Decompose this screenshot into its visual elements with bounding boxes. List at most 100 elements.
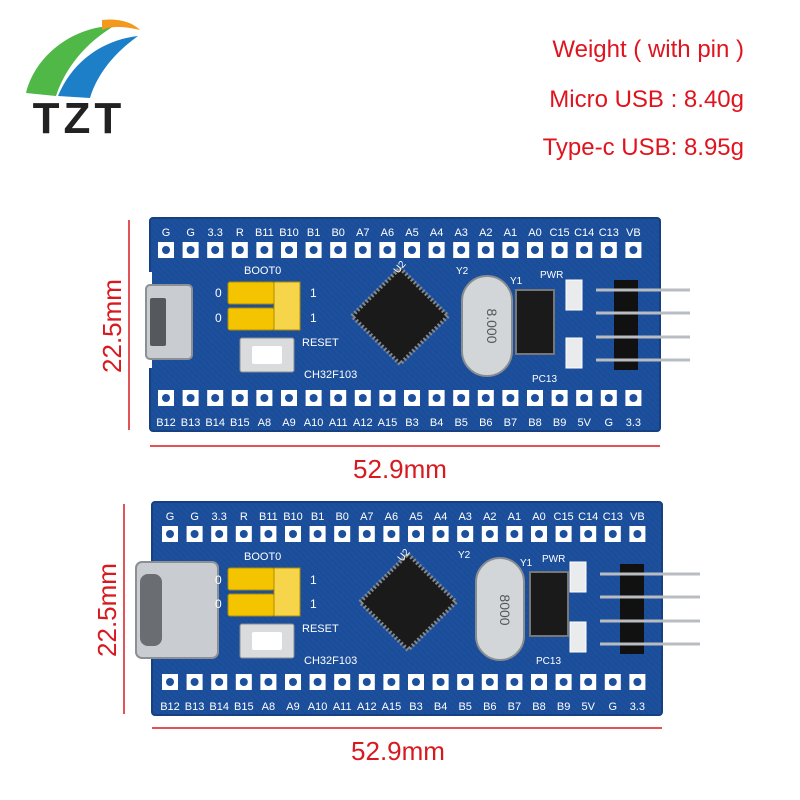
pin-label: A11 xyxy=(329,417,348,429)
pin-hole xyxy=(264,678,273,686)
pin-hole xyxy=(162,394,170,402)
pin-hole xyxy=(457,394,466,402)
pin-label: A10 xyxy=(304,417,324,429)
pin-label: R xyxy=(240,511,248,523)
pin-hole xyxy=(535,678,543,686)
pin-label: B10 xyxy=(279,227,299,239)
pin-label: A11 xyxy=(333,701,352,713)
pin-label: A9 xyxy=(286,701,299,713)
pwr-label: PWR xyxy=(542,554,565,565)
pin-hole xyxy=(580,246,589,254)
pin-hole xyxy=(510,530,519,538)
pin-label: A4 xyxy=(434,511,447,523)
pin-hole xyxy=(260,246,269,254)
pin-hole xyxy=(457,246,466,254)
pc13-label: PC13 xyxy=(532,374,557,385)
pin-hole xyxy=(584,678,593,686)
pin-hole xyxy=(535,530,543,538)
pin-hole xyxy=(383,394,392,402)
pin-hole xyxy=(559,530,568,538)
pwr-label: PWR xyxy=(540,270,563,281)
reset-button-cap xyxy=(252,346,282,364)
pin-hole xyxy=(408,246,416,254)
logo-text: TZT xyxy=(32,94,126,143)
swd-header xyxy=(620,564,644,654)
pin-label: A0 xyxy=(532,511,545,523)
pin-hole xyxy=(285,394,293,402)
pin-label: B0 xyxy=(335,511,348,523)
pin-hole xyxy=(412,530,420,538)
pin-hole xyxy=(633,678,642,686)
pin-hole xyxy=(235,394,244,402)
width-dimension-label: 52.9mm xyxy=(353,454,447,484)
pin-hole xyxy=(436,530,445,538)
pin-label: R xyxy=(236,227,244,239)
boot0-label: BOOT0 xyxy=(244,265,281,277)
pin-label: B9 xyxy=(557,701,570,713)
pin-label: B12 xyxy=(160,701,180,713)
pin-label: 3.3 xyxy=(626,417,641,429)
micro-usb-weight: Micro USB : 8.40g xyxy=(549,86,744,113)
crystal-marking: 8000 xyxy=(497,594,513,625)
pin-hole xyxy=(190,530,199,538)
crystal-y2 xyxy=(475,557,525,661)
pin-hole xyxy=(338,678,347,686)
pin-hole xyxy=(211,246,220,254)
pin-hole xyxy=(239,678,248,686)
pin-label: B1 xyxy=(311,511,324,523)
pin-hole xyxy=(260,394,269,402)
pin-hole xyxy=(408,394,416,402)
pin-label: A12 xyxy=(353,417,373,429)
jumper-zero-bottom: 0 xyxy=(215,597,222,611)
pin-label: B11 xyxy=(259,511,278,523)
pin-hole xyxy=(309,246,318,254)
pin-label: G xyxy=(166,511,175,523)
pin-label: A9 xyxy=(282,417,295,429)
pin-label: B12 xyxy=(156,417,176,429)
pin-hole xyxy=(186,394,195,402)
pin-label: B13 xyxy=(181,417,201,429)
pin-label: A7 xyxy=(356,227,369,239)
pin-hole xyxy=(313,530,322,538)
pin-hole xyxy=(559,678,568,686)
pin-label: B5 xyxy=(458,701,471,713)
pin-label: G xyxy=(605,417,614,429)
pc13-led xyxy=(569,621,587,653)
pin-label: 3.3 xyxy=(208,227,223,239)
pin-label: C13 xyxy=(599,227,619,239)
height-dimension-label: 22.5mm xyxy=(97,279,127,373)
pin-label: G xyxy=(190,511,199,523)
pin-label: B8 xyxy=(532,701,545,713)
pin-label: B14 xyxy=(205,417,225,429)
jumper-one-bottom: 1 xyxy=(310,597,317,611)
jumper-one-top: 1 xyxy=(310,573,317,587)
pin-label: B13 xyxy=(185,701,205,713)
crystal-y2 xyxy=(461,275,513,377)
pin-label: B5 xyxy=(454,417,467,429)
type-c-usb-weight: Type-c USB: 8.95g xyxy=(542,134,744,161)
pin-label: B6 xyxy=(479,417,492,429)
pin-hole xyxy=(604,394,613,402)
pin-hole xyxy=(239,530,248,538)
pin-hole xyxy=(190,678,199,686)
pin-hole xyxy=(531,246,539,254)
pin-label: A6 xyxy=(385,511,398,523)
pin-label: A10 xyxy=(308,701,328,713)
mcu-chip xyxy=(357,551,459,653)
pin-hole xyxy=(166,530,174,538)
pin-hole xyxy=(461,678,470,686)
boot0-jumper xyxy=(227,281,275,305)
pin-hole xyxy=(215,678,224,686)
boot0-jumper xyxy=(227,567,275,591)
pin-hole xyxy=(289,678,297,686)
y2-label: Y2 xyxy=(458,550,471,561)
pin-label: C14 xyxy=(578,511,598,523)
pin-label: A5 xyxy=(409,511,422,523)
type-c-opening xyxy=(140,574,162,646)
pin-hole xyxy=(633,530,642,538)
